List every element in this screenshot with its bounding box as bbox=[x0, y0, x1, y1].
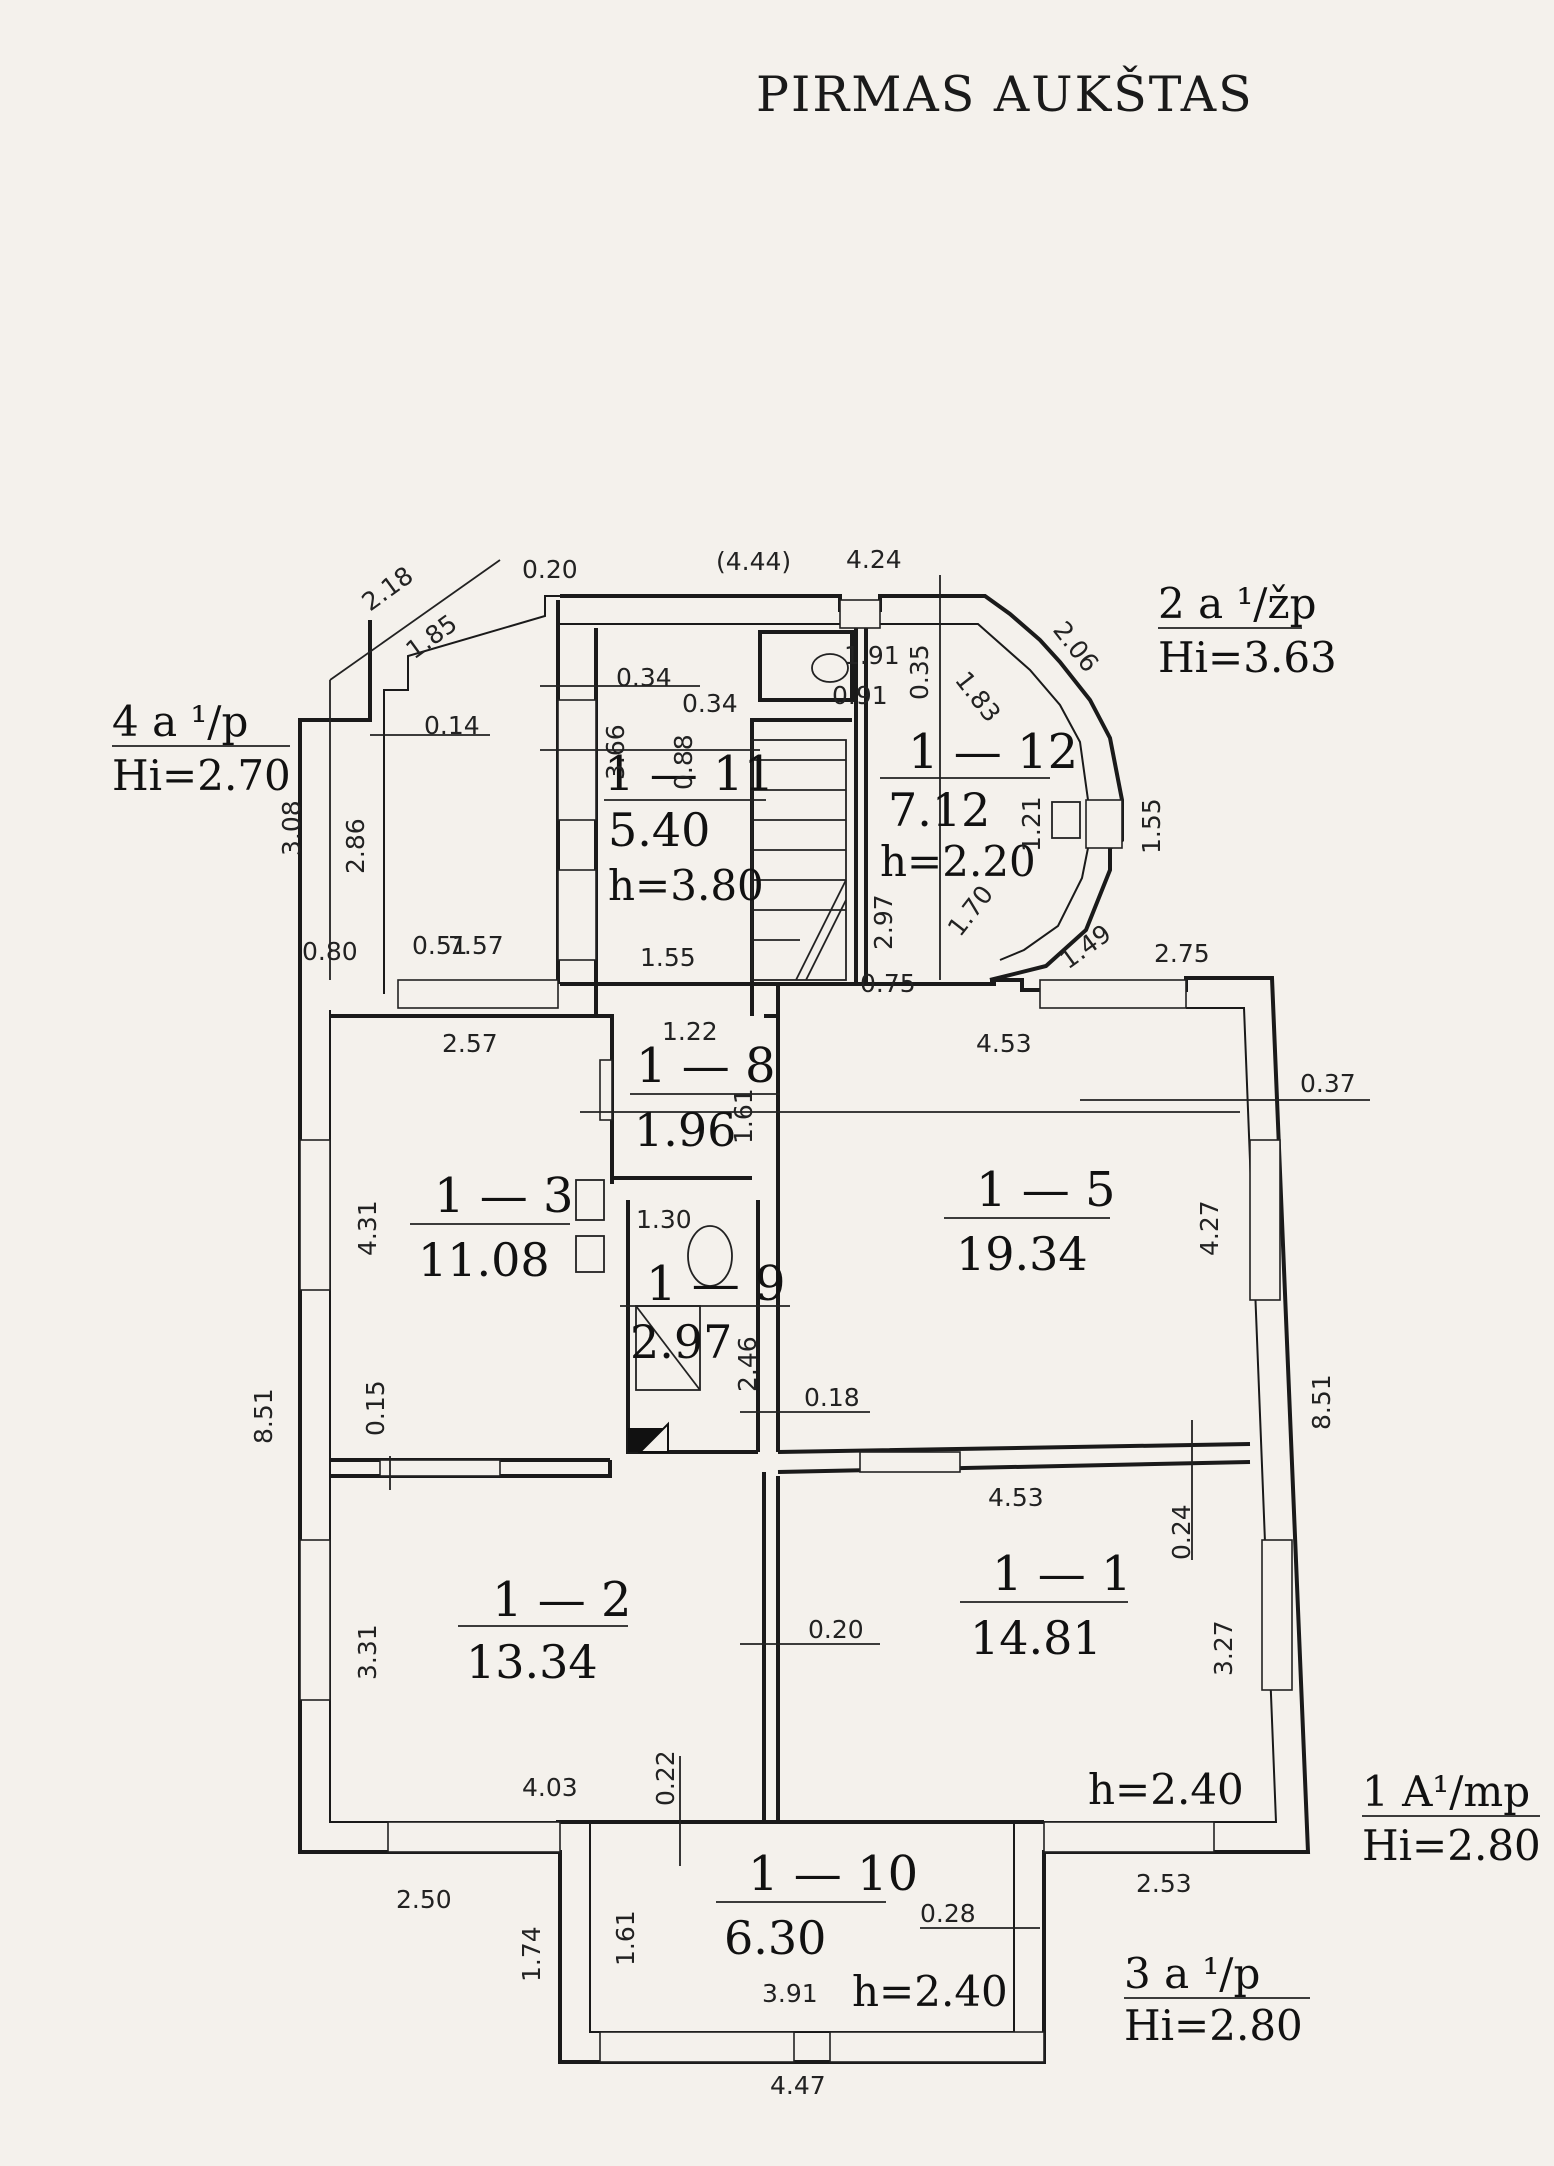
dim-label: 7.57 bbox=[448, 931, 504, 960]
room-1-3-id: 1 — 3 bbox=[434, 1168, 574, 1224]
room-1-9-id: 1 — 9 bbox=[646, 1256, 786, 1312]
staircase bbox=[751, 739, 847, 981]
annotation-2-code: 2 a ¹/žp bbox=[1158, 579, 1316, 628]
dim-label: 8.51 bbox=[1307, 1374, 1336, 1430]
dim-label: 1.22 bbox=[662, 1017, 718, 1046]
dim-label: 0.28 bbox=[920, 1899, 976, 1928]
dim-label: 0.20 bbox=[808, 1615, 864, 1644]
dim-label: 4.24 bbox=[846, 545, 902, 574]
room-1-11-id: 1 — 11 bbox=[604, 746, 774, 802]
page-title: PIRMAS AUKŠTAS bbox=[756, 66, 1254, 123]
annotation-4-hi: Hi=2.70 bbox=[112, 751, 291, 800]
dim-label: 0.51 bbox=[412, 931, 468, 960]
dim-label: 1.30 bbox=[636, 1205, 692, 1234]
room-1-10-area: 6.30 bbox=[724, 1911, 826, 1965]
dim-label: 3.91 bbox=[762, 1979, 818, 2008]
room-labels: 1 — 11 5.40 h=3.80 1 — 12 7.12 h=2.20 1 … bbox=[410, 724, 1244, 2016]
dim-label: 0.34 bbox=[682, 689, 738, 718]
dim-label: 0.20 bbox=[522, 555, 578, 584]
dim-label: 1.55 bbox=[640, 943, 696, 972]
dim-label: 0.75 bbox=[860, 969, 916, 998]
dim-label: 1.61 bbox=[611, 1910, 640, 1966]
dim-label: 1.61 bbox=[729, 1088, 758, 1144]
dim-label: 4.53 bbox=[988, 1483, 1044, 1512]
room-1-11-height: h=3.80 bbox=[608, 861, 764, 910]
dim-label: 1.91 bbox=[844, 641, 900, 670]
dim-label: 0.88 bbox=[669, 734, 698, 790]
room-1-10-id: 1 — 10 bbox=[748, 1846, 918, 1902]
dim-label: 4.27 bbox=[1195, 1200, 1224, 1256]
dim-label: 3.66 bbox=[601, 724, 630, 780]
room-1-11-area: 5.40 bbox=[608, 803, 710, 857]
room-1-5-area: 19.34 bbox=[956, 1227, 1088, 1281]
room-1-9-area: 2.97 bbox=[630, 1315, 732, 1369]
dim-label: 2.75 bbox=[1154, 939, 1210, 968]
dim-label: 0.91 bbox=[832, 681, 888, 710]
dim-label: (4.44) bbox=[716, 547, 791, 576]
dim-label: 2.97 bbox=[869, 894, 898, 950]
dim-label: 0.80 bbox=[302, 937, 358, 966]
dim-label: 0.18 bbox=[804, 1383, 860, 1412]
room-1-5-id: 1 — 5 bbox=[976, 1162, 1116, 1218]
dim-label: 1.55 bbox=[1137, 798, 1166, 854]
annotation-2-hi: Hi=3.63 bbox=[1158, 633, 1337, 682]
dim-label: 4.31 bbox=[353, 1200, 382, 1256]
dim-label: 1.70 bbox=[942, 880, 999, 942]
dim-label: 4.53 bbox=[976, 1029, 1032, 1058]
room-1-2-id: 1 — 2 bbox=[492, 1572, 632, 1628]
windows bbox=[299, 599, 1293, 2063]
annotation-1-code: 1 A¹/mp bbox=[1362, 1767, 1530, 1816]
dim-label: 0.14 bbox=[424, 711, 480, 740]
room-1-12-id: 1 — 12 bbox=[908, 724, 1078, 780]
dim-label: 0.24 bbox=[1167, 1504, 1196, 1560]
annotation-1-hi: Hi=2.80 bbox=[1362, 1821, 1541, 1870]
dim-label: 2.86 bbox=[341, 818, 370, 874]
room-1-10-height: h=2.40 bbox=[852, 1967, 1008, 2016]
dim-label: 0.15 bbox=[361, 1380, 390, 1436]
dim-label: 3.27 bbox=[1209, 1620, 1238, 1676]
room-1-12-area: 7.12 bbox=[888, 783, 990, 837]
dim-label: 2.18 bbox=[356, 561, 418, 617]
room-1-3-area: 11.08 bbox=[418, 1233, 550, 1287]
room-1-12-height: h=2.20 bbox=[880, 837, 1036, 886]
annotation-3-hi: Hi=2.80 bbox=[1124, 2001, 1303, 2050]
dim-label: 0.34 bbox=[616, 663, 672, 692]
room-1-1-area: 14.81 bbox=[970, 1611, 1102, 1665]
dim-label: 2.50 bbox=[396, 1885, 452, 1914]
annotation-4-code: 4 a ¹/p bbox=[112, 697, 248, 746]
room-1-1-height: h=2.40 bbox=[1088, 1765, 1244, 1814]
dim-label: 1.21 bbox=[1017, 796, 1046, 852]
dim-label: 1.83 bbox=[949, 666, 1006, 728]
dim-label: 3.31 bbox=[353, 1624, 382, 1680]
dim-label: 4.03 bbox=[522, 1773, 578, 1802]
dim-label: 3.08 bbox=[277, 800, 306, 856]
dim-label: 0.37 bbox=[1300, 1069, 1356, 1098]
dim-label: 2.06 bbox=[1047, 616, 1104, 678]
room-1-8-id: 1 — 8 bbox=[636, 1038, 776, 1094]
dim-label: 8.51 bbox=[249, 1388, 278, 1444]
dim-label: 0.22 bbox=[651, 1750, 680, 1806]
exterior-annotations: 4 a ¹/p Hi=2.70 2 a ¹/žp Hi=3.63 1 A¹/mp… bbox=[112, 579, 1541, 2050]
dim-label: 2.53 bbox=[1136, 1869, 1192, 1898]
room-1-1-id: 1 — 1 bbox=[992, 1546, 1132, 1602]
dim-label: 2.46 bbox=[733, 1336, 762, 1392]
dim-label: 0.35 bbox=[905, 644, 934, 700]
dim-label: 1.74 bbox=[517, 1926, 546, 1982]
room-1-2-area: 13.34 bbox=[466, 1635, 598, 1689]
annotation-3-code: 3 a ¹/p bbox=[1124, 1949, 1260, 1998]
room-1-8-area: 1.96 bbox=[634, 1103, 736, 1157]
dim-label: 4.47 bbox=[770, 2071, 826, 2100]
dim-label: 2.57 bbox=[442, 1029, 498, 1058]
